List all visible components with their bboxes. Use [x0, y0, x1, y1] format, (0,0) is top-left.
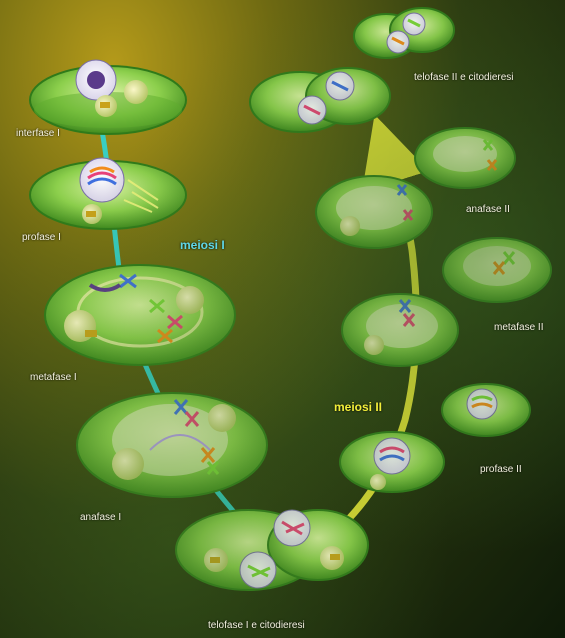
label-telophase-1: telofase I e citodieresi [208, 620, 305, 631]
meiosis-1-title: meiosi I [180, 238, 225, 252]
cell-telophase-1 [175, 509, 369, 591]
cell-metaphase-2 [341, 293, 459, 367]
label-telophase-2: telofase II e citodieresi [414, 72, 514, 83]
cell-anaphase-2 [315, 175, 433, 249]
cell-prophase-2-b [441, 383, 531, 437]
cell-metaphase-1 [44, 264, 236, 366]
label-interphase-1: interfase I [16, 128, 60, 139]
cell-prophase-2 [339, 431, 445, 493]
label-prophase-2: profase II [480, 464, 522, 475]
cell-anaphase-2-b [414, 127, 516, 189]
meiosis-2-title: meiosi II [334, 400, 383, 414]
cell-interphase-1 [29, 59, 187, 135]
label-prophase-1: profase I [22, 232, 61, 243]
cell-telophase-2 [249, 67, 391, 133]
label-metaphase-1: metafase I [30, 372, 77, 383]
label-anaphase-1: anafase I [80, 512, 122, 523]
cell-prophase-1 [29, 157, 187, 230]
cell-anaphase-1 [76, 392, 268, 498]
label-metaphase-2: metafase II [494, 322, 544, 333]
cell-telophase-2-b [353, 7, 455, 59]
label-anaphase-2: anafase II [466, 204, 510, 215]
cell-metaphase-2-b [442, 237, 552, 303]
